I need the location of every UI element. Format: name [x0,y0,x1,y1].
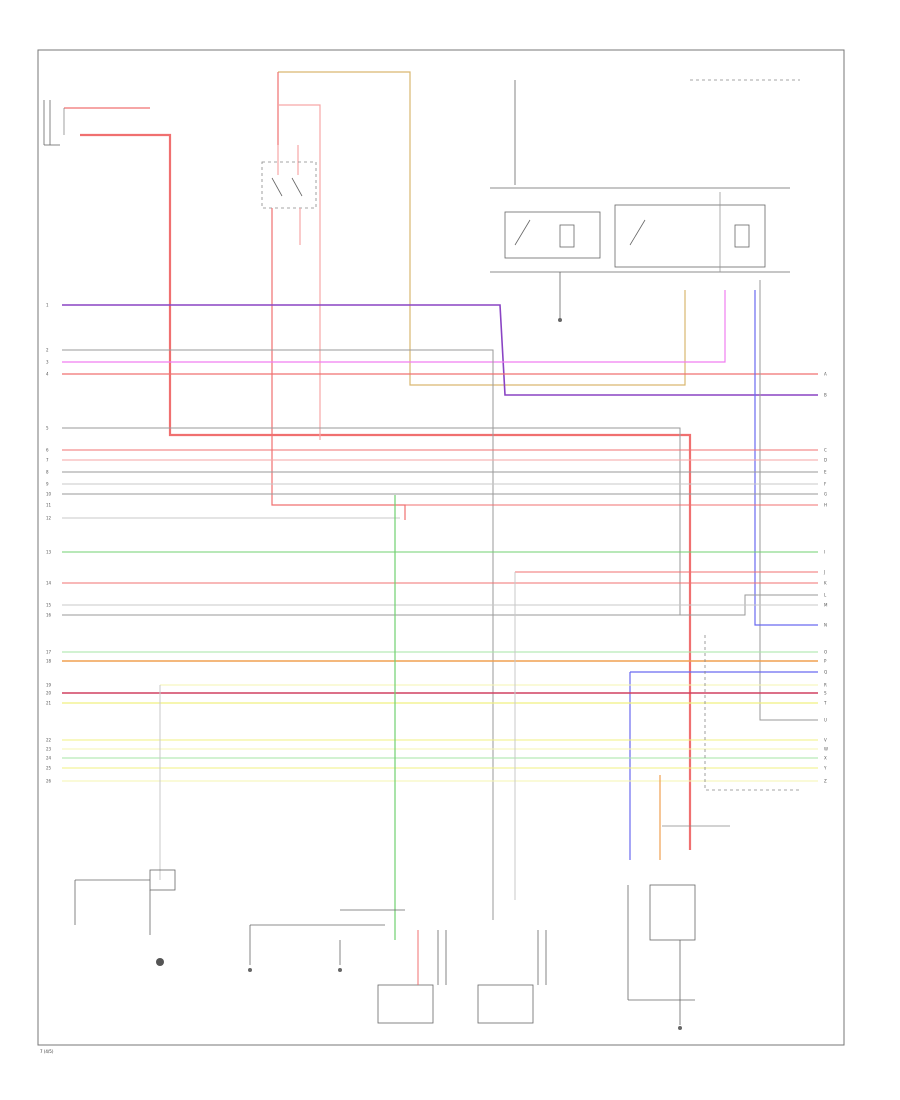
bus-right-pin-label: Q [824,670,827,675]
bus-left-pin-label: 9 [46,482,49,487]
bus-left-pin-label: 11 [46,503,52,508]
bus-right-pin-label: U [824,718,827,723]
bus-left-pin-label: 1 [46,303,49,308]
diagram-frame [37,49,845,1046]
bus-right-pin-label: P [824,659,827,664]
bus-left-pin-label: 5 [46,426,49,431]
bus-right-pin-label: E [824,470,827,475]
bus-left-pin-label: 17 [46,650,52,655]
bus-right-pin-label: M [824,603,828,608]
fuel-pump-relay [261,71,686,520]
bus-right-pin-label: D [824,458,827,463]
bus-right-pin-label: K [824,581,827,586]
bus-right-pin-label: G [824,492,827,497]
bus-right-pin-label: H [824,503,827,508]
bus-right-pin-label: B [824,393,827,398]
bus-right-pin-label: X [824,756,827,761]
bus-left-pin-labels: 1234567891011121314151617181920212223242… [46,303,52,784]
bus-right-pin-label: N [824,623,827,628]
bus-left-pin-label: 6 [46,448,49,453]
bus-left-pin-label: 12 [46,516,52,521]
bus-left-pin-label: 2 [46,348,49,353]
crankshaft-sensor [248,909,405,972]
page-number: 7 (4/5) [40,1049,54,1054]
wire-blue-vert [754,290,818,626]
wire-magenta [62,290,726,363]
bus-left-pin-label: 26 [46,779,52,784]
bus-right-pin-label: S [824,691,827,696]
wire-gray-dashed [704,635,800,791]
bus-left-pin-label: 18 [46,659,52,664]
bus-left-pin-label: 13 [46,550,52,555]
bus-left-pin-label: 19 [46,683,52,688]
bus-left-pin-label: 24 [46,756,52,761]
bus-left-pin-label: 22 [46,738,52,743]
bus-left-pin-label: 23 [46,747,52,752]
bus-right-pin-label: R [824,683,827,688]
wire-gray-2 [62,427,818,616]
bus-left-pin-label: 14 [46,581,52,586]
bus-right-pin-label: V [824,738,827,743]
bus-left-pin-label: 3 [46,360,49,365]
fuel-pump [627,884,696,1030]
bus-left-pin-label: 8 [46,470,49,475]
bus-right-pin-label: Z [824,779,827,784]
bus-left-pin-label: 21 [46,701,52,706]
wire-purple [62,304,818,396]
bus-right-pin-label: L [824,593,827,598]
wire-gray-1 [62,349,494,920]
brake-switch-sensor [74,869,176,966]
bus-right-pin-label: A [824,372,827,377]
bus-right-pin-label: T [823,701,827,706]
bus-right-pin-label: J [823,570,825,575]
bus-left-pin-label: 25 [46,766,52,771]
bus-left-pin-label: 20 [46,691,52,696]
bus-right-pin-label: C [824,448,827,453]
bus-right-pin-label: W [824,747,828,752]
bus-right-pin-label: F [824,482,827,487]
bus-left-pin-label: 15 [46,603,52,608]
connector-right [477,930,547,1024]
connector-left [377,930,447,1024]
bus-left-pin-label: 7 [46,458,49,463]
main-relay-assembly [490,79,800,322]
bus-left-pin-label: 16 [46,613,52,618]
bus-right-pin-label: I [824,550,825,555]
bus-left-pin-label: 4 [46,372,49,377]
bus-right-pin-label: O [824,650,827,655]
wire-gray-right [759,280,818,721]
fuel-pump-relay-module [43,100,692,850]
bus-left-pin-label: 10 [46,492,52,497]
bus-right-pin-label: Y [823,766,827,771]
